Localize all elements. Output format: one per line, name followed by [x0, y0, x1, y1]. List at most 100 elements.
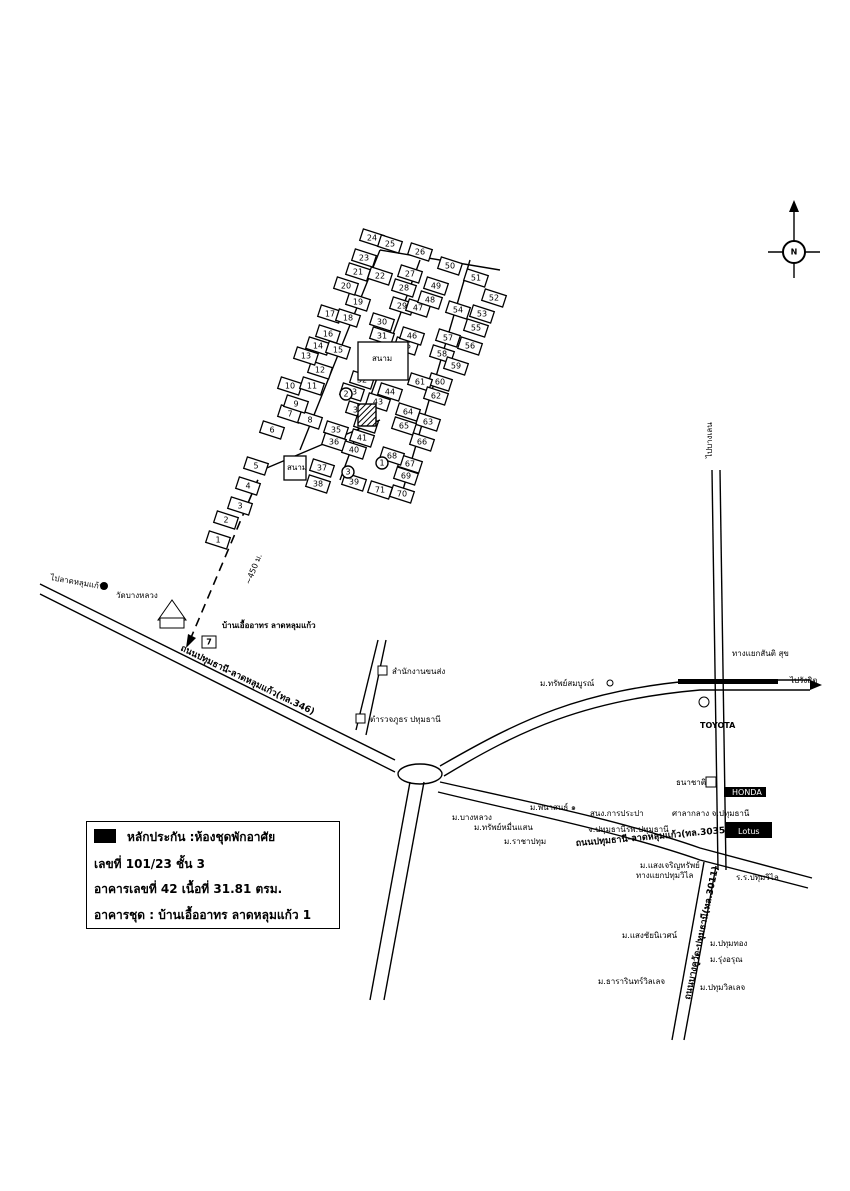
m-saeng-charoen-label: ม.แสงเจริญทรัพย์ [640, 860, 700, 870]
building-block [456, 336, 484, 356]
building-block [366, 480, 394, 500]
building-number: 36 [329, 438, 339, 447]
field-label-1: สนาม [372, 354, 392, 363]
to-lad-lum-kaeo-label: ไปลาดหลุมแก้ว [49, 573, 104, 591]
m-ratchaphruek-label: ม.ราชาปทุม [504, 837, 546, 846]
building-number: 54 [453, 306, 463, 315]
building-number: 44 [385, 388, 395, 397]
thanachart-label: ธนาชาติ [676, 778, 706, 787]
building-block [204, 530, 232, 550]
building-number: 13 [301, 352, 311, 361]
road-to-rangsit-upper [439, 679, 810, 767]
police-label: ตำรวจภูธร ปทุมธานี [370, 715, 441, 725]
building-block [392, 466, 420, 486]
building-block [344, 292, 372, 312]
building-number: 21 [353, 268, 363, 277]
building-block [436, 256, 464, 276]
building-number: 52 [489, 294, 499, 303]
building-block [340, 440, 368, 460]
building-number: 15 [333, 346, 343, 355]
building-number: 70 [397, 490, 407, 499]
m-bang-luang-label: ม.บางหลวง [452, 813, 492, 822]
intersection-sansuk-label: ทางแยกสันติ สุข [732, 649, 789, 658]
collateral-building [357, 403, 377, 427]
field-rect-1 [357, 341, 409, 381]
m-sap-muen-saen-label: ม.ทรัพย์หมื่นแสน [474, 821, 533, 832]
rangsit-arrow [810, 680, 822, 690]
rangsit-bridge [678, 679, 778, 684]
road-3035-lower [437, 791, 809, 889]
building-number: 56 [465, 342, 475, 351]
building-block [282, 394, 310, 414]
building-number: 4 [245, 482, 250, 491]
building-number: 59 [451, 362, 461, 371]
building-number: 12 [315, 366, 325, 375]
building-block [376, 234, 404, 254]
building-block [350, 248, 378, 268]
building-number: 66 [417, 438, 427, 447]
m-sap-sombun-label: ม.ทรัพย์สมบูรณ์ [540, 678, 595, 689]
building-block [314, 324, 342, 344]
legend-box: หลักประกัน :ห้องชุดพักอาศัย เลขที่ 101/2… [86, 821, 340, 929]
seven-eleven-icon: 7 [201, 635, 217, 649]
building-number: 39 [349, 478, 359, 487]
building-number: 38 [313, 480, 323, 489]
building-block [376, 382, 404, 402]
building-block [226, 496, 254, 516]
main-road-346-lower [39, 593, 396, 773]
building-number: 48 [425, 296, 435, 305]
building-block [366, 266, 394, 286]
building-number: 49 [431, 282, 441, 291]
building-number: 1 [215, 536, 220, 545]
wat-symbol-icon [100, 582, 108, 590]
road-3035-upper [439, 781, 813, 879]
honda-badge [724, 787, 766, 797]
building-number: 31 [377, 332, 387, 341]
svg-text:2: 2 [343, 390, 348, 399]
building-number: 11 [307, 382, 317, 391]
building-number: 64 [403, 408, 413, 417]
building-number: 6 [269, 426, 274, 435]
building-block [378, 446, 406, 466]
to-bang-len-label: ไปบางเลน [705, 422, 714, 459]
building-number: 25 [385, 240, 395, 249]
building-number: 53 [477, 310, 487, 319]
svg-text:1: 1 [379, 459, 384, 468]
hospital-label: รพ.ปทุมธานี [626, 825, 669, 834]
building-block [406, 242, 434, 262]
building-block [408, 432, 436, 452]
legend-line-1: เลขที่ 101/23 ชั้น 3 [94, 857, 205, 871]
road-3011-label: ถนนบางคูวัด-ปทุมธานี(ทล.3011) [682, 865, 721, 1000]
entrance-marker-2: 2 [339, 387, 353, 401]
land-office-label: สำนักงานขนส่ง [392, 667, 445, 676]
building-number: 71 [375, 486, 385, 495]
building-block [298, 376, 326, 396]
building-block [292, 346, 320, 366]
main-road-346-upper [39, 583, 396, 761]
toyota-logo-icon [698, 696, 710, 708]
road-3011-b [683, 865, 717, 1041]
building-number: 19 [353, 298, 363, 307]
road-south-west-a [369, 781, 411, 1001]
distance-label: ~450 ม. [244, 552, 264, 585]
building-block [308, 458, 336, 478]
building-number: 26 [415, 248, 425, 257]
building-block [394, 402, 422, 422]
entrance-marker-3: 3 [341, 465, 355, 479]
building-block [324, 340, 352, 360]
building-block [396, 264, 424, 284]
building-block [416, 290, 444, 310]
building-block [332, 276, 360, 296]
building-block [242, 456, 270, 476]
building-number: 50 [445, 262, 455, 271]
temple-icon [157, 599, 187, 629]
building-block [368, 312, 396, 332]
building-number: 35 [331, 426, 341, 435]
building-number: 69 [401, 472, 411, 481]
field-rect-2 [283, 455, 307, 481]
building-number: 10 [285, 382, 295, 391]
building-number: 57 [443, 334, 453, 343]
building-number: 68 [387, 452, 397, 461]
